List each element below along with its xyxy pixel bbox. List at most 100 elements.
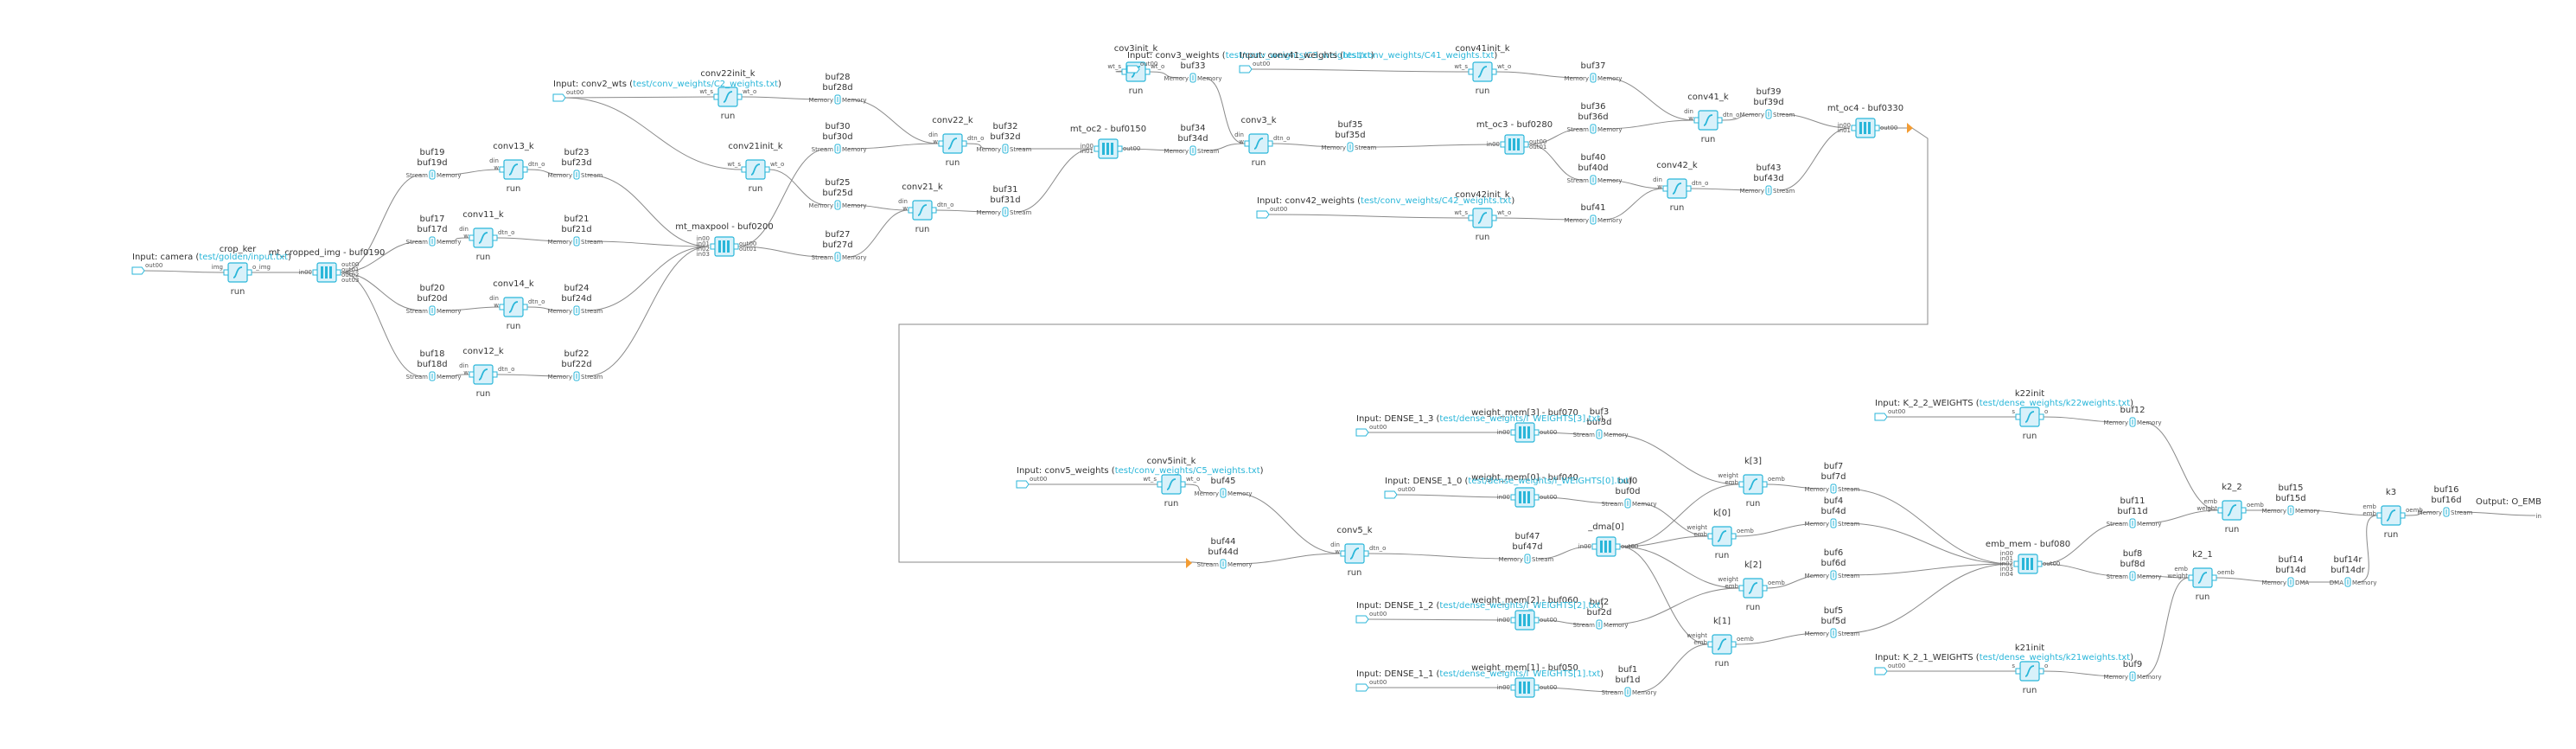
input-input-dense-1-2[interactable]: Input: DENSE_1_2 (test/dense_weights/l_W… bbox=[1355, 601, 1604, 624]
input-input-conv3-weights[interactable]: Input: conv3_weights (test/conv_weights/… bbox=[1126, 51, 1374, 74]
input-path-link[interactable]: test/dense_weights/k21weights.txt bbox=[1980, 653, 2131, 663]
input-path-link[interactable]: test/conv_weights/C41_weights.txt bbox=[1343, 51, 1494, 61]
input-input-camera[interactable]: Input: camera (test/golden/input.txt)out… bbox=[131, 253, 291, 275]
memory-mt-cropped-img-buf0190[interactable]: mt_cropped_img - buf0190in00out00out01ou… bbox=[269, 248, 386, 284]
input-input-conv41-weights[interactable]: Input: conv41_weights (test/conv_weights… bbox=[1239, 51, 1497, 74]
memory-mt-maxpool-buf0200[interactable]: mt_maxpool - buf0200in00in01in02in03out0… bbox=[675, 222, 773, 258]
input-input-dense-1-1[interactable]: Input: DENSE_1_1 (test/dense_weights/l_W… bbox=[1355, 669, 1604, 692]
input-path-link[interactable]: test/conv_weights/C2_weights.txt bbox=[633, 80, 778, 89]
input-input-k-2-2-weights[interactable]: Input: K_2_2_WEIGHTS (test/dense_weights… bbox=[1874, 399, 2133, 421]
input-input-conv42-weights[interactable]: Input: conv42_weights (test/conv_weights… bbox=[1256, 196, 1514, 219]
input-input-k-2-1-weights[interactable]: Input: K_2_1_WEIGHTS (test/dense_weights… bbox=[1874, 653, 2133, 675]
input-input-dense-1-0[interactable]: Input: DENSE_1_0 (test/dense_weights/l_W… bbox=[1384, 477, 1632, 499]
input-path-link[interactable]: test/dense_weights/l_WEIGHTS[0].txt bbox=[1468, 477, 1629, 486]
input-path-link[interactable]: test/dense_weights/l_WEIGHTS[2].txt bbox=[1439, 601, 1600, 611]
input-path-link[interactable]: test/dense_weights/l_WEIGHTS[3].txt bbox=[1439, 414, 1600, 424]
input-path-link[interactable]: test/conv_weights/C42_weights.txt bbox=[1361, 196, 1511, 206]
input-path-link[interactable]: test/dense_weights/k22weights.txt bbox=[1980, 399, 2131, 408]
input-input-dense-1-3[interactable]: Input: DENSE_1_3 (test/dense_weights/l_W… bbox=[1355, 414, 1604, 437]
input-path-link[interactable]: test/conv_weights/C3_weights.txt bbox=[1226, 51, 1371, 61]
input-input-conv5-weights[interactable]: Input: conv5_weights (test/conv_weights/… bbox=[1016, 466, 1264, 489]
input-input-conv2-wts[interactable]: Input: conv2_wts (test/conv_weights/C2_w… bbox=[552, 80, 781, 102]
input-path-link[interactable]: test/conv_weights/C5_weights.txt bbox=[1115, 466, 1260, 476]
input-path-link[interactable]: test/dense_weights/l_WEIGHTS[1].txt bbox=[1439, 669, 1600, 679]
input-path-link[interactable]: test/golden/input.txt bbox=[199, 253, 288, 262]
